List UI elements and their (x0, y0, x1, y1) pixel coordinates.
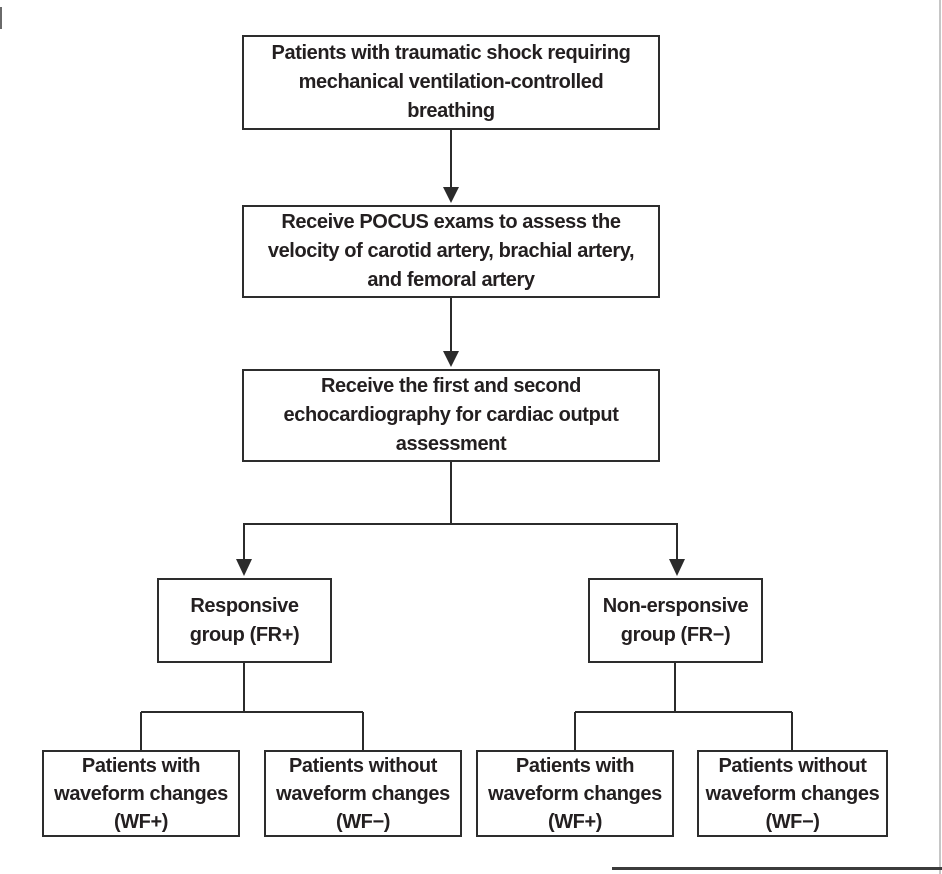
page-edge-right-line (939, 0, 941, 874)
flow-node-nonresponsive-group: Non-ersponsive group (FR−) (588, 578, 763, 663)
flow-node-frneg-wfneg: Patients without waveform changes (WF−) (697, 750, 888, 837)
arrowhead-icon (669, 559, 685, 576)
flow-node-frpos-wfneg: Patients without waveform changes (WF−) (264, 750, 462, 837)
connector-responsive-split (140, 663, 364, 750)
page-edge-left-tick (0, 7, 2, 29)
connector-step3-split (243, 462, 678, 560)
arrowhead-icon (443, 351, 459, 367)
flow-node-frpos-wfpos: Patients with waveform changes (WF+) (42, 750, 240, 837)
connector-nonresponsive-split (574, 663, 793, 750)
flow-node-step1: Patients with traumatic shock requiring … (242, 35, 660, 130)
flow-node-step2: Receive POCUS exams to assess the veloci… (242, 205, 660, 298)
arrowhead-icon (236, 559, 252, 576)
flow-node-step3: Receive the first and second echocardiog… (242, 369, 660, 462)
arrowhead-icon (443, 187, 459, 203)
page-edge-bottom-line (612, 867, 942, 870)
flow-node-responsive-group: Responsive group (FR+) (157, 578, 332, 663)
flow-node-frneg-wfpos: Patients with waveform changes (WF+) (476, 750, 674, 837)
